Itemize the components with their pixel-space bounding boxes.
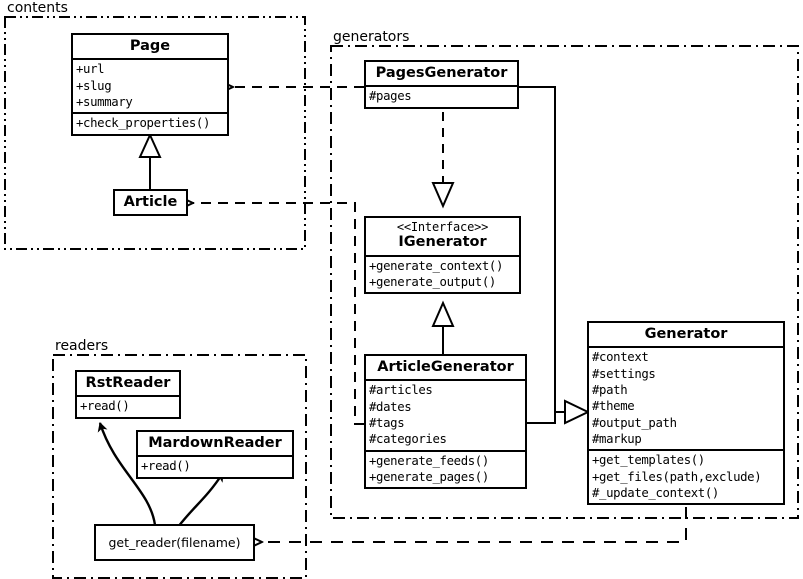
attribute: #categories (369, 432, 447, 447)
attribute: #articles (369, 383, 433, 398)
class-article[interactable]: Article (113, 189, 188, 217)
class-article-name: Article (123, 194, 178, 210)
class-generator-methods: +get_templates() +get_files(path,exclude… (589, 449, 783, 503)
attribute: +slug (76, 78, 112, 93)
attribute: #context (592, 350, 649, 365)
class-page-attributes: +url +slug +summary (73, 58, 227, 112)
class-page-name: Page (129, 38, 171, 54)
class-generator-name: Generator (644, 326, 728, 342)
class-article-generator-name: ArticleGenerator (377, 359, 514, 375)
class-mardown-reader-name: MardownReader (148, 435, 282, 451)
package-label-readers: readers (53, 338, 111, 354)
function-get-reader-label: get_reader(filename) (108, 535, 241, 550)
attribute: #tags (369, 415, 405, 430)
function-get-reader[interactable]: get_reader(filename) (94, 524, 255, 561)
method: +generate_pages() (369, 469, 489, 484)
attribute: #theme (592, 399, 635, 414)
class-article-generator[interactable]: ArticleGenerator #articles #dates #tags … (364, 354, 527, 490)
attribute: #output_path (592, 415, 677, 430)
class-page-methods: +check_properties() (73, 112, 227, 133)
class-page[interactable]: Page +url +slug +summary +check_properti… (71, 33, 229, 136)
class-mardown-reader[interactable]: MardownReader +read() (136, 430, 294, 479)
method: +generate_feeds() (369, 453, 489, 468)
method: +get_files(path,exclude) (592, 469, 762, 484)
class-igenerator-label: IGenerator (398, 234, 487, 251)
class-igenerator[interactable]: <<Interface>> IGenerator +generate_conte… (364, 216, 521, 295)
attribute: #pages (369, 89, 412, 104)
class-article-generator-attributes: #articles #dates #tags #categories (366, 379, 525, 449)
package-label-contents: contents (5, 0, 70, 16)
class-rst-reader-methods: +read() (77, 395, 179, 416)
class-igenerator-methods: +generate_context() +generate_output() (366, 254, 519, 293)
method: #_update_context() (592, 485, 719, 500)
class-rst-reader[interactable]: RstReader +read() (75, 370, 181, 419)
attribute: #dates (369, 399, 412, 414)
method: +check_properties() (76, 116, 211, 131)
method: +generate_context() (369, 258, 504, 273)
attribute: #markup (592, 431, 642, 446)
class-mardown-reader-methods: +read() (138, 455, 292, 476)
method: +read() (80, 399, 130, 414)
package-label-generators: generators (331, 29, 412, 45)
attribute: #path (592, 382, 628, 397)
class-igenerator-name: <<Interface>> IGenerator (366, 218, 519, 255)
class-pages-generator-attributes: #pages (366, 85, 517, 106)
method: +get_templates() (592, 453, 705, 468)
attribute: +url (76, 62, 105, 77)
class-igenerator-stereotype: <<Interface>> (396, 220, 489, 234)
method: +generate_output() (369, 275, 496, 290)
attribute: #settings (592, 366, 656, 381)
class-pages-generator-name: PagesGenerator (375, 65, 508, 81)
class-generator-attributes: #context #settings #path #theme #output_… (589, 346, 783, 449)
class-pages-generator[interactable]: PagesGenerator #pages (364, 60, 519, 109)
attribute: +summary (76, 94, 133, 109)
class-generator[interactable]: Generator #context #settings #path #them… (587, 321, 785, 506)
class-article-generator-methods: +generate_feeds() +generate_pages() (366, 449, 525, 488)
class-rst-reader-name: RstReader (85, 375, 171, 391)
method: +read() (141, 459, 191, 474)
